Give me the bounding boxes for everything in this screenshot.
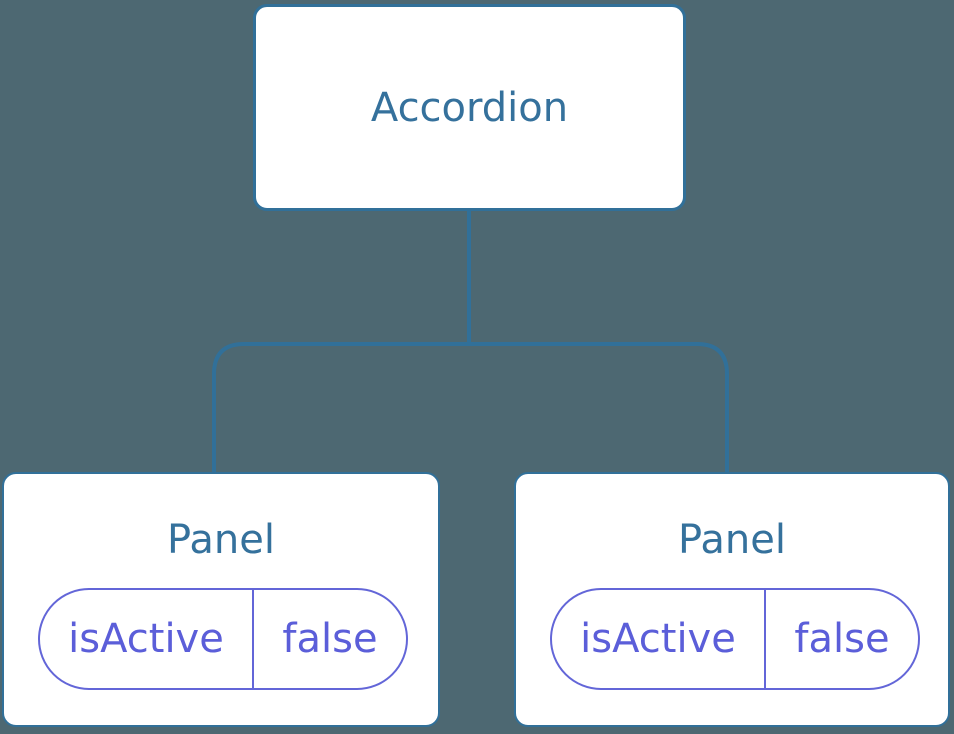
accordion-node-label: Accordion: [370, 84, 569, 131]
state-value: false: [764, 590, 918, 688]
state-key: isActive: [68, 616, 224, 662]
state-key: isActive: [580, 616, 736, 662]
panel-node-left: Panel isActive false: [2, 472, 440, 727]
state-value: false: [252, 590, 406, 688]
accordion-node: Accordion: [253, 4, 686, 211]
connector-branch-to-panels: [212, 342, 729, 474]
panel-node-label: Panel: [678, 517, 786, 563]
state-pill: isActive false: [38, 588, 408, 690]
state-pill: isActive false: [550, 588, 920, 690]
panel-node-right: Panel isActive false: [514, 472, 950, 727]
panel-node-label: Panel: [167, 517, 275, 563]
